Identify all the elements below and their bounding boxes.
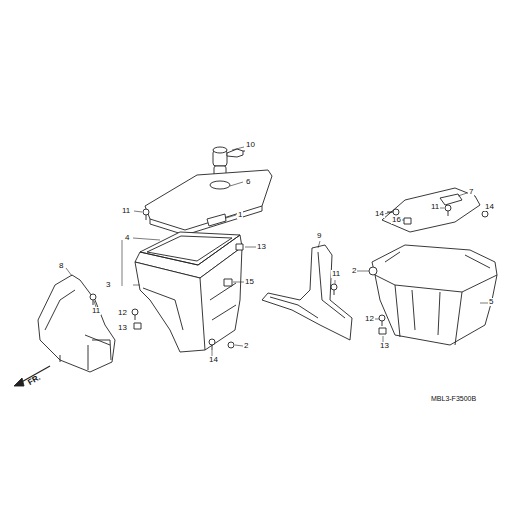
seat-lid	[145, 170, 272, 235]
front-arrowhead	[14, 378, 24, 386]
leader-lines	[66, 147, 488, 356]
storage-tray	[135, 235, 242, 352]
callout-number: 13	[117, 324, 128, 332]
callout-number: 14	[374, 210, 385, 218]
callout-number: 11	[430, 203, 440, 211]
callout-number: 12	[364, 315, 375, 323]
direction-label: FR.	[26, 373, 43, 387]
callout-number: 7	[468, 188, 474, 196]
callout-number: 14	[208, 356, 219, 364]
callout-number: 11	[331, 270, 341, 278]
callout-number: 5	[488, 298, 494, 306]
callout-number: 1	[237, 211, 243, 219]
callout-number: 4	[124, 234, 130, 242]
callout-number: 8	[58, 262, 64, 270]
utility-box	[372, 245, 497, 345]
callout-number: 13	[379, 342, 390, 350]
callout-number: 10	[245, 141, 256, 149]
center-panel	[262, 245, 352, 340]
callout-number: 15	[244, 278, 255, 286]
callout-number: 2	[351, 267, 357, 275]
callout-number: 14	[484, 203, 495, 211]
callout-number: 12	[117, 309, 128, 317]
diagram-code: MBL3-F3500B	[430, 395, 477, 402]
fasteners	[90, 205, 488, 350]
callout-number: 3	[105, 281, 111, 289]
callout-number: 16	[391, 216, 402, 224]
callout-number: 13	[256, 243, 267, 251]
rubber-mat	[382, 188, 480, 232]
callout-number: 2	[243, 342, 249, 350]
callout-number: 6	[245, 178, 251, 186]
side-cover	[38, 275, 115, 372]
callout-number: 11	[121, 207, 131, 215]
callout-number: 9	[316, 232, 322, 240]
callout-number: 11	[91, 307, 101, 315]
